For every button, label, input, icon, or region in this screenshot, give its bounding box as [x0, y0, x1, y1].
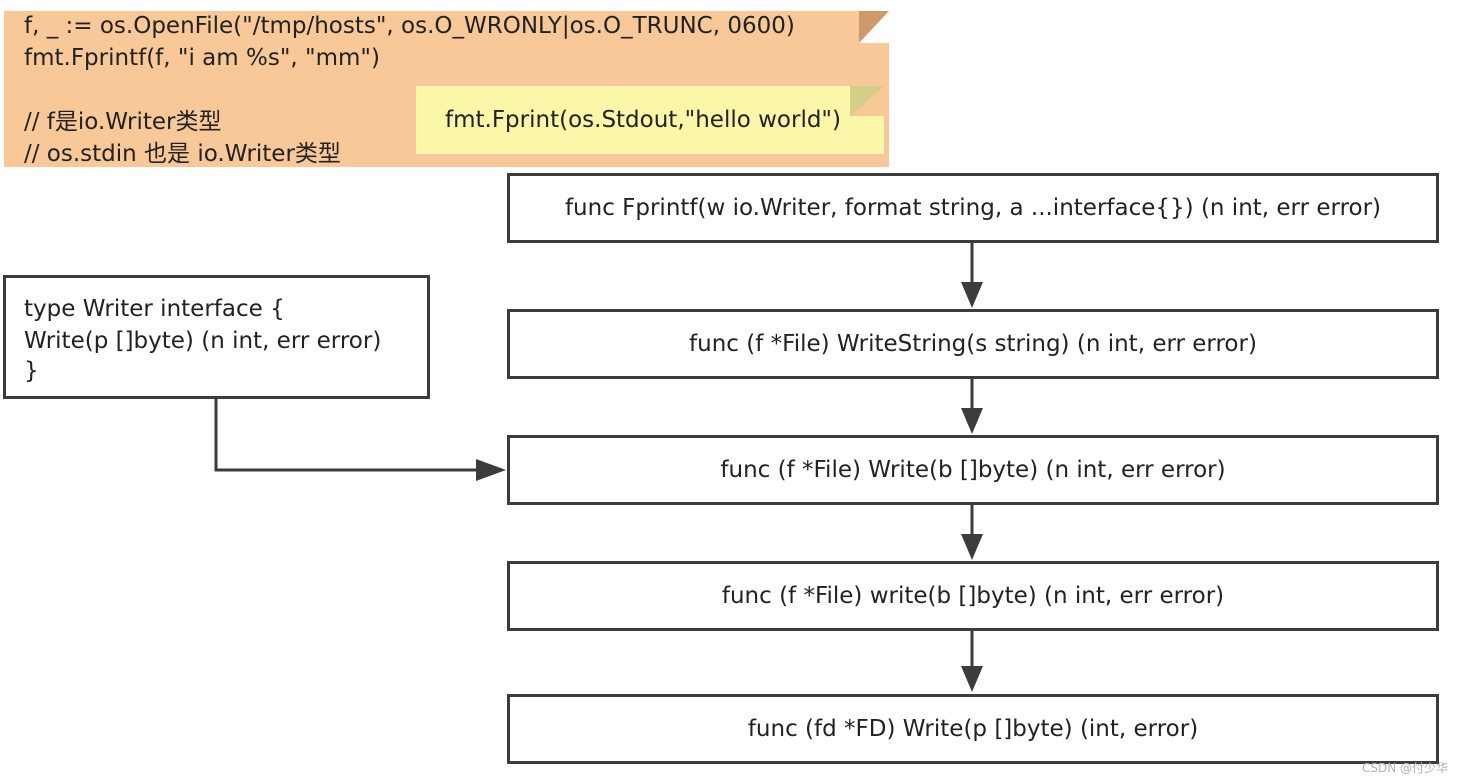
writer-interface-box: type Writer interface { Write(p []byte) …	[3, 275, 430, 399]
interface-line-type: type Writer interface {	[24, 296, 285, 322]
print-note: fmt.Fprint(os.Stdout,"hello world")	[416, 86, 884, 154]
arrowhead-5	[476, 459, 506, 481]
interface-line-method: Write(p []byte) (n int, err error)	[24, 328, 382, 354]
code-line-fprintf: fmt.Fprintf(f, "i am %s", "mm")	[24, 45, 380, 71]
arrowhead-3	[961, 534, 983, 560]
note-fold-corner	[850, 86, 884, 116]
fprintf-box: func Fprintf(w io.Writer, format string,…	[507, 173, 1439, 243]
arrowhead-4	[961, 666, 983, 692]
arrow-interface-to-write	[214, 399, 478, 472]
writestring-box: func (f *File) WriteString(s string) (n …	[507, 309, 1439, 379]
arrowhead-2	[961, 408, 983, 434]
code-comment-stdin: // os.stdin 也是 io.Writer类型	[24, 141, 341, 167]
file-write-box: func (f *File) Write(b []byte) (n int, e…	[507, 435, 1439, 505]
print-note-text: fmt.Fprint(os.Stdout,"hello world")	[445, 107, 841, 133]
code-line-openfile: f, _ := os.OpenFile("/tmp/hosts", os.O_W…	[24, 13, 795, 39]
interface-line-close: }	[24, 358, 39, 384]
arrowhead-1	[961, 282, 983, 308]
watermark: CSDN @付少华	[1361, 761, 1448, 775]
note-fold-corner	[859, 11, 889, 43]
fd-write-box: func (fd *FD) Write(p []byte) (int, erro…	[507, 694, 1439, 764]
code-comment-writer: // f是io.Writer类型	[24, 109, 222, 135]
file-write-lower-box: func (f *File) write(b []byte) (n int, e…	[507, 561, 1439, 631]
